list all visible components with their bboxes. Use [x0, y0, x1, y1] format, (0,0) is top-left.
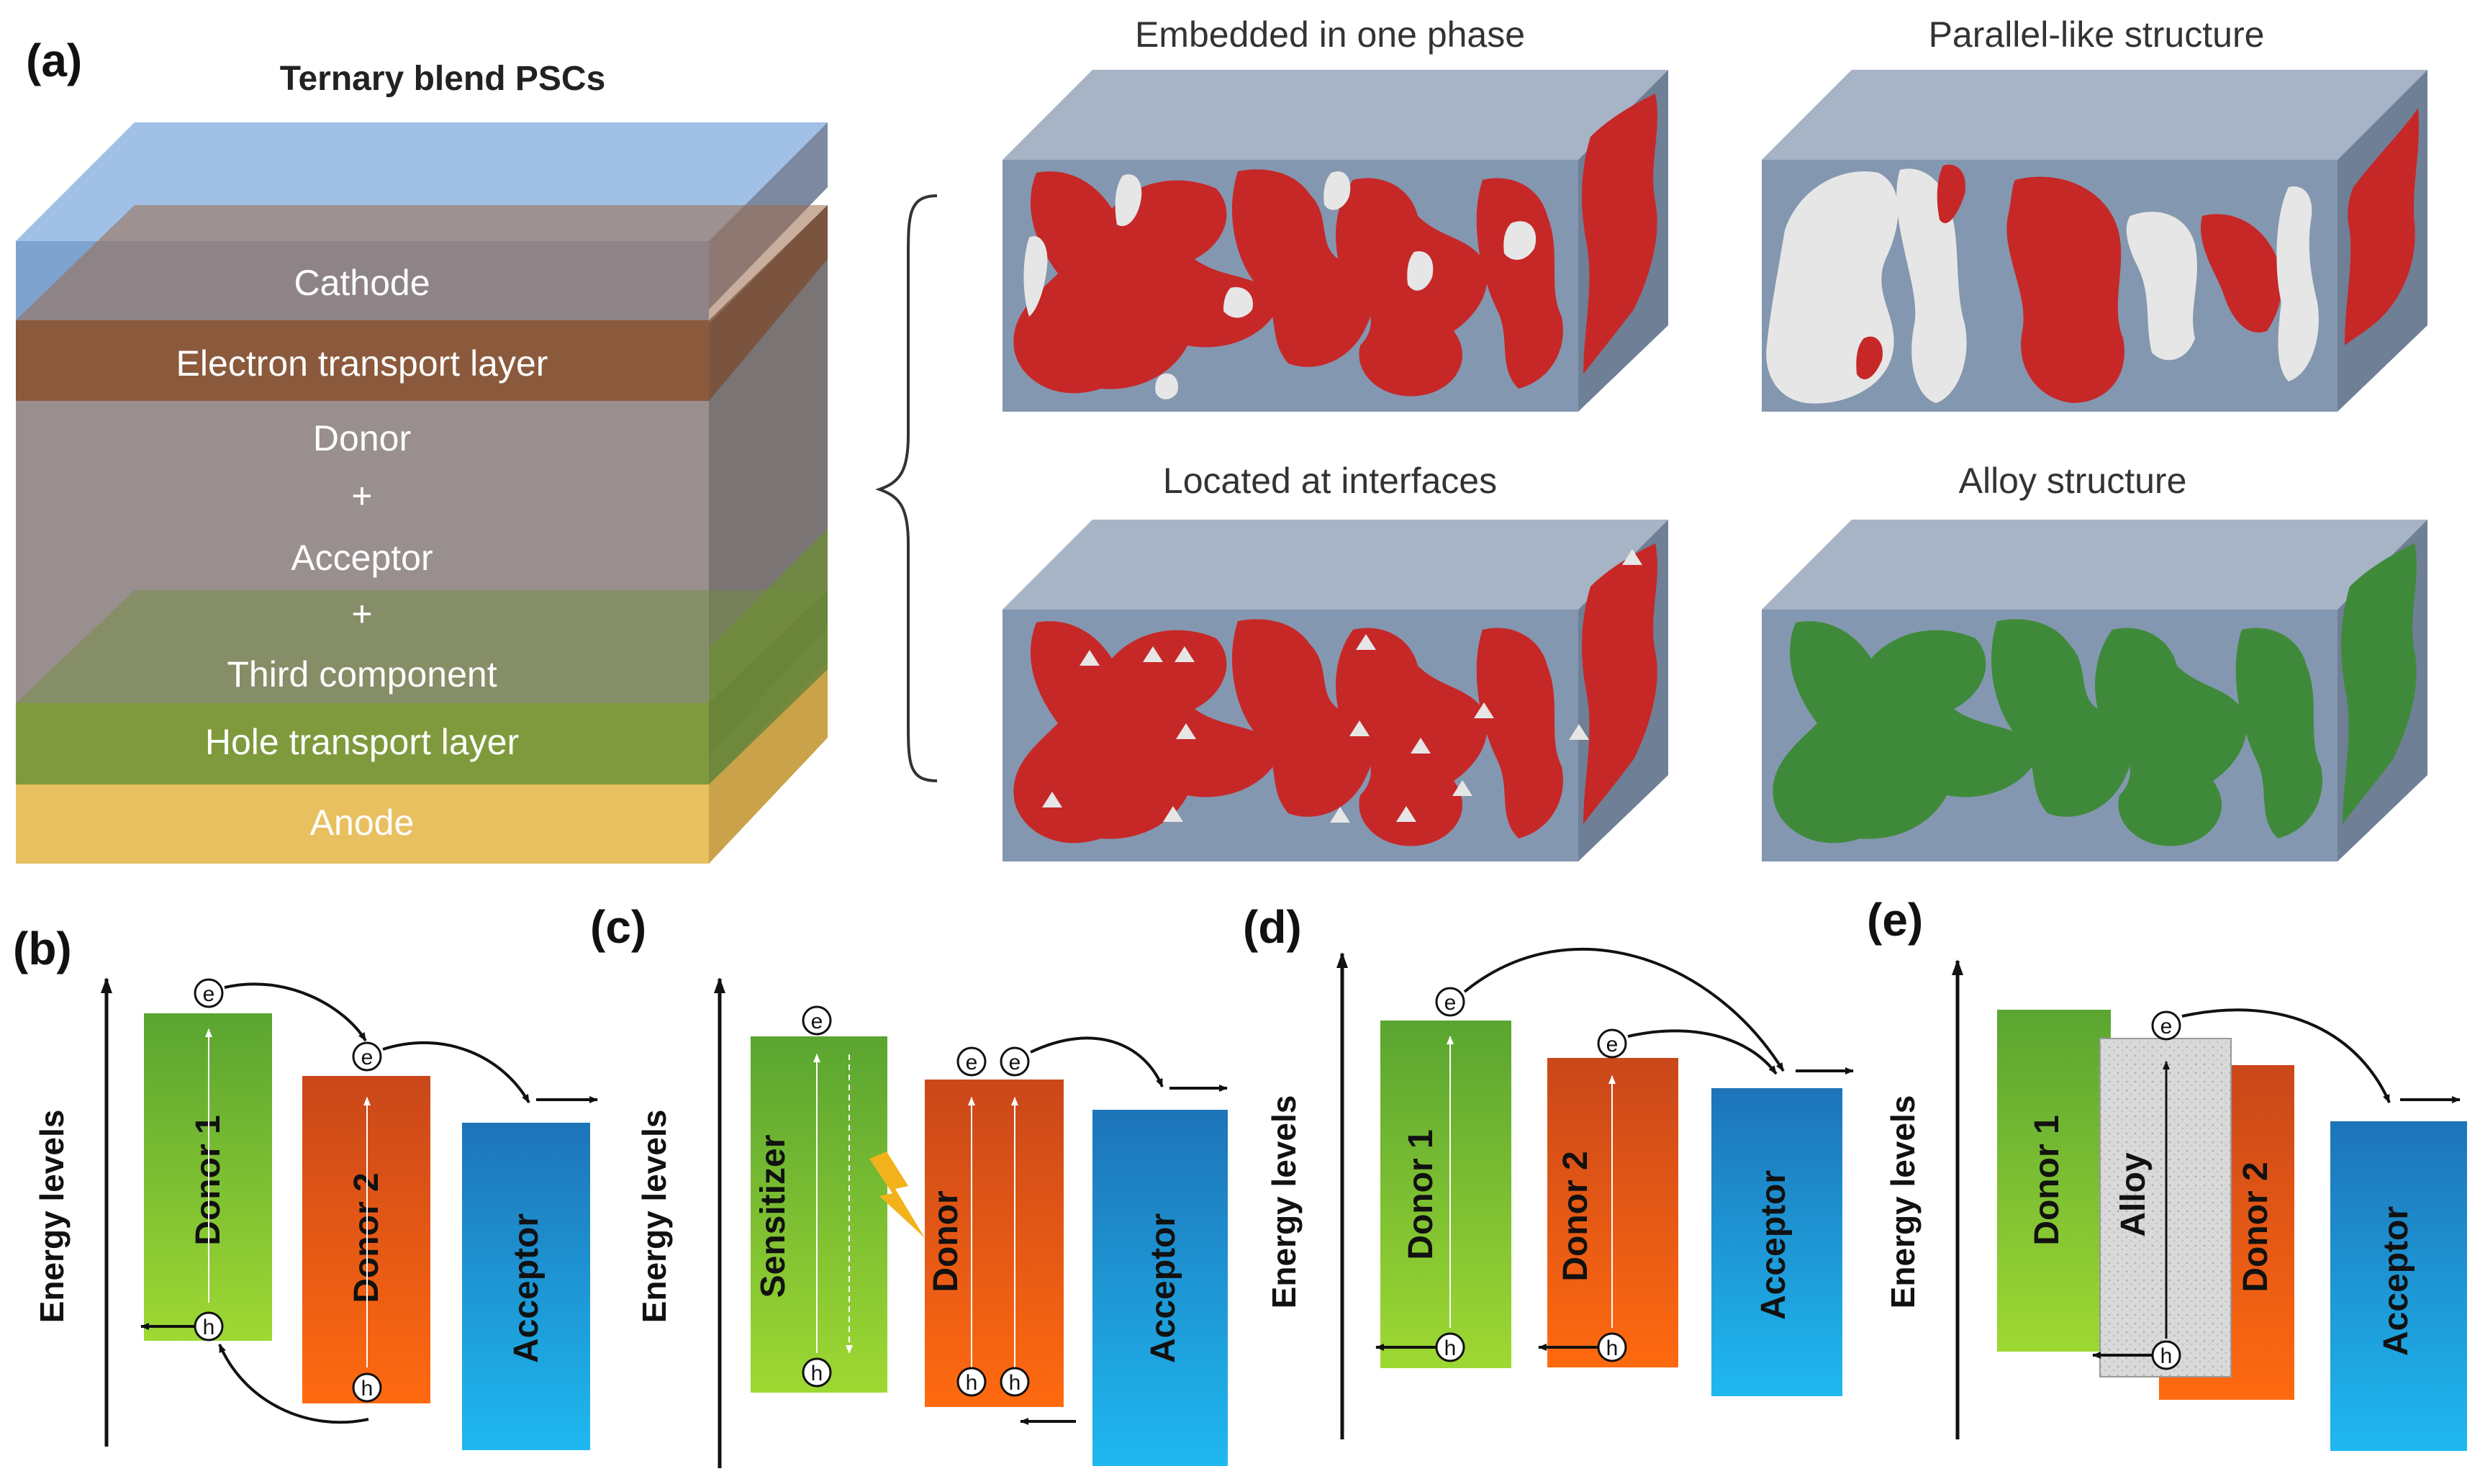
- bar-label-donor2-d: Donor 2: [1557, 1151, 1595, 1281]
- layer-cathode: Cathode: [294, 263, 430, 303]
- morph-title-parallel: Parallel-like structure: [1929, 14, 2265, 55]
- svg-text:e: e: [811, 1010, 823, 1033]
- svg-text:e: e: [1009, 1051, 1021, 1074]
- bar-label-acceptor-c: Acceptor: [1144, 1213, 1182, 1363]
- axis-label-e: Energy levels: [1884, 1095, 1922, 1309]
- layer-third-component: Third component: [227, 654, 497, 695]
- bar-acceptor-c: [1092, 1110, 1228, 1466]
- svg-text:h: h: [361, 1377, 374, 1401]
- bar-label-acceptor-e: Acceptor: [2377, 1206, 2415, 1356]
- panel-label-a: (a): [26, 35, 82, 86]
- bar-label-donor1-d: Donor 1: [1402, 1129, 1440, 1259]
- bar-acceptor-e: [2330, 1121, 2467, 1451]
- axis-label-c: Energy levels: [635, 1110, 673, 1324]
- layer-acceptor: Acceptor: [291, 538, 433, 578]
- morph-box-alloy: [1762, 520, 2427, 861]
- panel-label-b: (b): [13, 923, 72, 974]
- bar-acceptor-d: [1711, 1088, 1842, 1396]
- bar-label-acceptor-d: Acceptor: [1755, 1170, 1793, 1320]
- panel-label-e: (e): [1867, 894, 1923, 946]
- bar-label-alloy-e: Alloy: [2114, 1152, 2153, 1237]
- layer-electron-transport: Electron transport layer: [176, 343, 548, 384]
- bar-donor-c: [925, 1080, 1064, 1407]
- morph-box-embedded: [1003, 70, 1668, 412]
- axis-label-b: Energy levels: [33, 1110, 71, 1324]
- axis-label-d: Energy levels: [1265, 1095, 1303, 1309]
- layer-plus-2: +: [351, 594, 372, 634]
- bar-sensitizer-c: [751, 1036, 887, 1393]
- carriers-e: e h: [2151, 1010, 2181, 1370]
- morph-box-interfaces: [1003, 520, 1668, 861]
- svg-text:e: e: [361, 1046, 374, 1069]
- svg-text:h: h: [966, 1371, 978, 1395]
- layer-plus-1: +: [351, 476, 372, 516]
- lightning-icon: [869, 1152, 925, 1238]
- svg-text:h: h: [1009, 1371, 1021, 1395]
- morph-title-alloy: Alloy structure: [1959, 461, 2187, 501]
- morph-title-embedded: Embedded in one phase: [1135, 14, 1525, 55]
- panel-label-c: (c): [590, 901, 646, 953]
- svg-text:e: e: [1606, 1033, 1619, 1057]
- stack-title: Ternary blend PSCs: [280, 60, 606, 98]
- transfer-arrows-c: [1020, 1036, 1228, 1425]
- layer-anode: Anode: [310, 802, 415, 843]
- svg-text:e: e: [203, 982, 215, 1006]
- transfer-arrows-d: [1375, 947, 1854, 1351]
- svg-text:h: h: [203, 1316, 215, 1339]
- svg-text:h: h: [2160, 1344, 2173, 1368]
- morph-box-parallel: [1762, 70, 2427, 412]
- device-stack: [16, 122, 828, 864]
- bar-donor1-e: [1997, 1010, 2111, 1352]
- curly-brace: [875, 194, 938, 782]
- bar-label-acceptor-b: Acceptor: [507, 1213, 546, 1363]
- bar-label-donor-c: Donor: [927, 1190, 965, 1292]
- morph-title-interfaces: Located at interfaces: [1163, 461, 1497, 501]
- svg-text:h: h: [1606, 1336, 1619, 1360]
- svg-text:e: e: [1444, 991, 1457, 1015]
- svg-text:h: h: [1444, 1336, 1457, 1360]
- transfer-arrows-b: [140, 982, 598, 1424]
- layer-hole-transport: Hole transport layer: [205, 722, 519, 762]
- carriers-c: e e e h h h: [802, 1005, 1030, 1397]
- bar-label-donor1-e: Donor 1: [2028, 1115, 2066, 1245]
- bar-label-donor2-e: Donor 2: [2237, 1162, 2275, 1292]
- carriers-b: e e h h: [194, 978, 382, 1403]
- svg-text:h: h: [811, 1362, 823, 1385]
- carriers-d: e e h h: [1435, 987, 1627, 1362]
- layer-donor: Donor: [313, 418, 411, 458]
- svg-text:e: e: [966, 1051, 978, 1074]
- transfer-arrows-e: [2092, 1008, 2461, 1359]
- bar-donor1-d: [1380, 1021, 1511, 1368]
- bar-acceptor-b: [462, 1123, 590, 1450]
- svg-text:e: e: [2160, 1015, 2173, 1039]
- bar-label-sensitizer-c: Sensitizer: [754, 1135, 792, 1298]
- panel-label-d: (d): [1243, 901, 1302, 953]
